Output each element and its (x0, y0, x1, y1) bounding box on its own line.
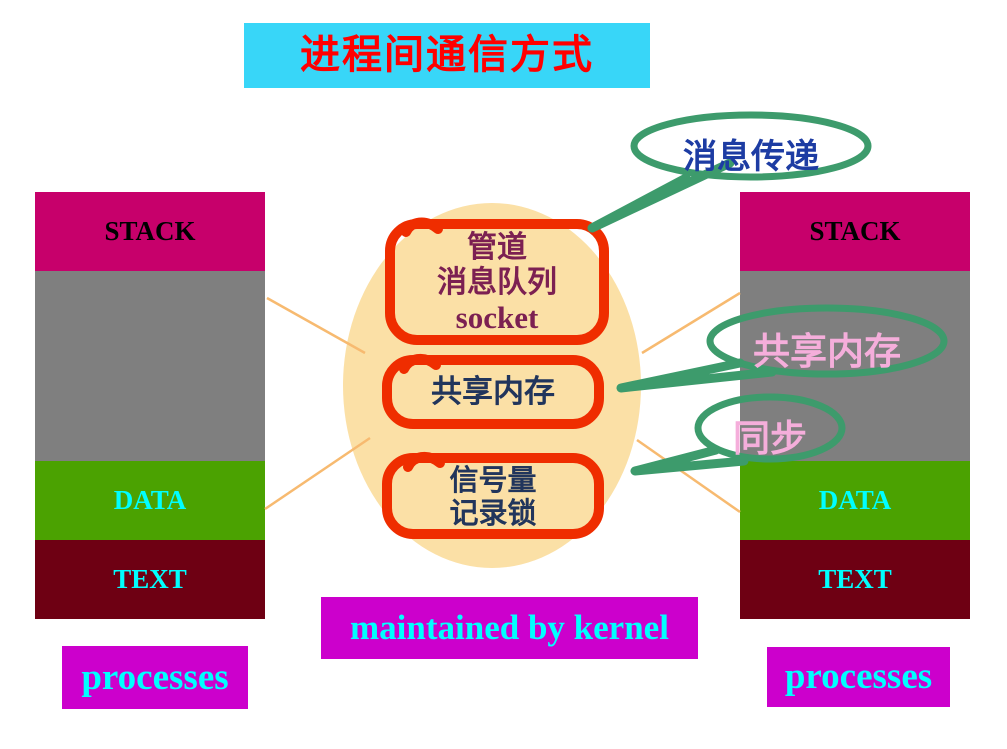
kernel-caption: maintained by kernel (321, 597, 698, 659)
semaphore-line: 信号量 (449, 463, 537, 497)
semaphore-group-text: 信号量 记录锁 (387, 464, 599, 530)
process-column-right: STACK DATA TEXT (740, 192, 970, 619)
socket-line: socket (455, 300, 539, 335)
heap-segment (35, 271, 265, 461)
message-queue-line: 消息队列 (437, 265, 557, 300)
stack-segment: STACK (35, 192, 265, 271)
data-segment: DATA (35, 461, 265, 540)
pipes-line: 管道 (467, 230, 527, 265)
processes-caption-left: processes (62, 646, 248, 709)
shared-memory-label: 共享内存 (753, 330, 901, 373)
processes-caption-right: processes (767, 647, 950, 707)
page-title: 进程间通信方式 (244, 23, 650, 88)
stack-segment: STACK (740, 192, 970, 271)
pipes-group-text: 管道 消息队列 socket (390, 230, 604, 335)
synchronization-label: 同步 (733, 417, 807, 460)
text-segment: TEXT (740, 540, 970, 619)
record-lock-line: 记录锁 (449, 496, 537, 530)
data-segment: DATA (740, 461, 970, 540)
text-segment: TEXT (35, 540, 265, 619)
process-column-left: STACK DATA TEXT (35, 192, 265, 619)
shared-memory-group-text: 共享内存 (431, 374, 555, 410)
message-passing-label: 消息传递 (683, 137, 819, 177)
